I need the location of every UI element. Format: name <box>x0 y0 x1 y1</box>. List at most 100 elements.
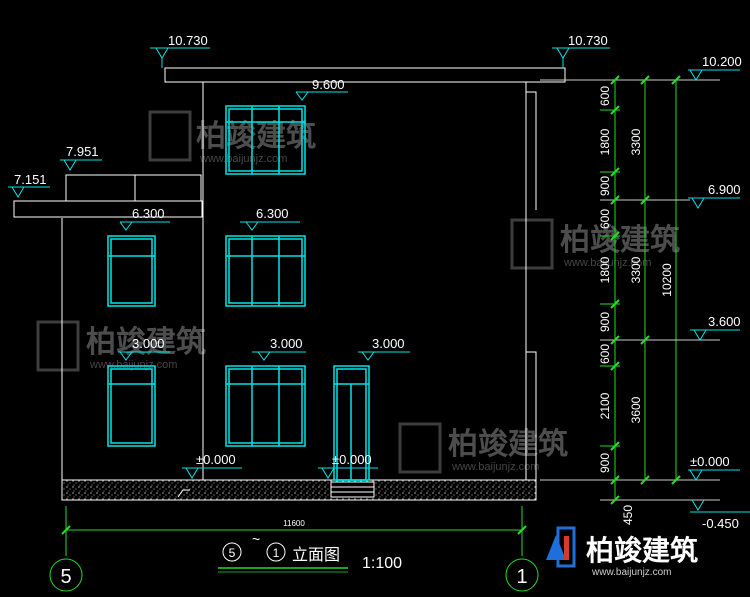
watermark-logo-icon <box>148 110 192 162</box>
dim-text: 3300 <box>629 128 643 155</box>
window-second-middle <box>225 235 306 307</box>
elev-marker-roof-right: 10.730 <box>552 33 610 68</box>
elev-marker-first-left: 3.000 <box>118 336 170 361</box>
plinth <box>61 479 537 501</box>
axis-left-label: 5 <box>60 566 71 588</box>
watermark-url: www.baijunjz.com <box>451 461 539 473</box>
watermark-logo-icon <box>36 320 80 372</box>
elev-right-10200-label: 10.200 <box>702 54 742 69</box>
axis-bubble-left: 5 <box>49 558 83 592</box>
watermark-url: www.baijunjz.com <box>563 257 651 269</box>
watermark-logo-icon <box>510 218 554 270</box>
watermark-logo-icon <box>398 422 442 474</box>
elevation-markers: 10.730 10.730 9.600 7.951 7.151 6.300 6.… <box>8 33 610 479</box>
window-first-middle <box>225 365 306 447</box>
title-axis-from: 5 <box>229 546 236 560</box>
elev-second-left-label: 6.300 <box>132 206 165 221</box>
elev-first-door-label: 3.000 <box>372 336 405 351</box>
dim-chain-3-texts: 10200 <box>660 263 674 297</box>
dim-text: 600 <box>598 86 612 106</box>
overall-dimension-text: 11600 <box>283 519 305 528</box>
elev-marker-terrace: 7.951 <box>60 144 102 171</box>
elev-right-6900-label: 6.900 <box>708 182 741 197</box>
elev-outdoor-label: -0.450 <box>702 516 739 531</box>
watermark-group: 柏竣建筑 www.baijunjz.com 柏竣建筑 www.baijunjz.… <box>36 110 680 474</box>
dim-text: 10200 <box>660 263 674 297</box>
elev-marker-third-window: 9.600 <box>295 77 348 101</box>
elev-first-left-label: 3.000 <box>132 336 165 351</box>
elev-marker-right-3600: 3.600 <box>690 314 741 341</box>
drawing-title: 5 ~ 1 立面图 1:100 <box>218 531 402 573</box>
elev-marker-outdoor: -0.450 <box>690 499 750 531</box>
dim-text: 1800 <box>598 256 612 283</box>
building-outline <box>13 67 566 501</box>
step-3 <box>330 491 375 498</box>
dim-chain-2-texts: 3300 3300 3600 <box>629 128 643 423</box>
elev-first-mid-label: 3.000 <box>270 336 303 351</box>
elev-right-3600-label: 3.600 <box>708 314 741 329</box>
canopy-slab <box>13 200 203 218</box>
watermark-brand: 柏竣建筑 <box>560 223 680 257</box>
dim-text: 900 <box>598 176 612 196</box>
brand-logo-icon <box>546 526 576 568</box>
elev-canopy-label: 7.151 <box>14 172 47 187</box>
elev-third-window-label: 9.600 <box>312 77 345 92</box>
elev-roof-right-label: 10.730 <box>568 33 608 48</box>
elev-marker-canopy: 7.151 <box>8 172 50 198</box>
elev-second-mid-label: 6.300 <box>256 206 289 221</box>
elev-ground-mid-label: ±0.000 <box>332 452 372 467</box>
elev-marker-right-6900: 6.900 <box>688 182 741 209</box>
step-1 <box>330 481 375 488</box>
elev-marker-right-10200: 10.200 <box>688 54 742 81</box>
dim-text: 3600 <box>629 396 643 423</box>
elev-marker-first-door: 3.000 <box>358 336 410 361</box>
dim-text: 600 <box>598 344 612 364</box>
terrace-railing <box>65 174 202 202</box>
right-offset-lower <box>526 351 537 480</box>
dim-text: 3300 <box>629 256 643 283</box>
brand-logo: 柏竣建筑 www.baijunjz.com <box>546 526 698 578</box>
windows <box>107 105 370 481</box>
step-2 <box>330 486 375 493</box>
elev-marker-roof-left: 10.730 <box>150 33 210 68</box>
window-first-left <box>107 365 156 447</box>
elev-ground-left-label: ±0.000 <box>196 452 236 467</box>
dim-text: 900 <box>598 453 612 473</box>
title-text: 立面图 <box>292 546 340 564</box>
watermark-3: 柏竣建筑 www.baijunjz.com <box>36 320 206 372</box>
watermark-1: 柏竣建筑 www.baijunjz.com <box>148 110 316 165</box>
small-step-mark <box>177 489 190 498</box>
dim-text: 1800 <box>598 128 612 155</box>
window-second-left <box>107 235 156 307</box>
title-scale: 1:100 <box>362 555 402 572</box>
elev-terrace-label: 7.951 <box>66 144 99 159</box>
elev-marker-ground-left: ±0.000 <box>182 452 242 479</box>
dimension-chains: 10.200 6.900 3.600 ±0.000 -0.450 <box>540 54 750 531</box>
axis-right-label: 1 <box>516 566 527 588</box>
axis-bubble-right: 1 <box>505 558 539 592</box>
brand-logo-text: 柏竣建筑 <box>586 534 698 566</box>
right-offset-upper <box>526 91 537 210</box>
elev-marker-ground-mid: ±0.000 <box>318 452 378 479</box>
watermark-brand: 柏竣建筑 <box>86 325 206 359</box>
elev-right-ground-label: ±0.000 <box>690 454 730 469</box>
dim-text: 2100 <box>598 392 612 419</box>
watermark-brand: 柏竣建筑 <box>448 427 568 461</box>
title-axis-to: 1 <box>273 546 280 560</box>
bottom-dimension <box>61 506 527 556</box>
roof-slab <box>164 67 566 83</box>
dim-text: 600 <box>598 209 612 229</box>
title-tilde: ~ <box>252 531 260 547</box>
elev-marker-first-mid: 3.000 <box>252 336 306 361</box>
dim-text: 900 <box>598 312 612 332</box>
brand-logo-url: www.baijunjz.com <box>591 567 671 578</box>
watermark-url: www.baijunjz.com <box>199 153 287 165</box>
elev-marker-right-ground: ±0.000 <box>688 454 740 481</box>
elev-roof-left-label: 10.730 <box>168 33 208 48</box>
window-third-floor <box>225 105 306 175</box>
watermark-brand: 柏竣建筑 <box>196 119 316 153</box>
entrance-door <box>333 365 370 481</box>
elev-marker-second-left: 6.300 <box>119 206 170 231</box>
